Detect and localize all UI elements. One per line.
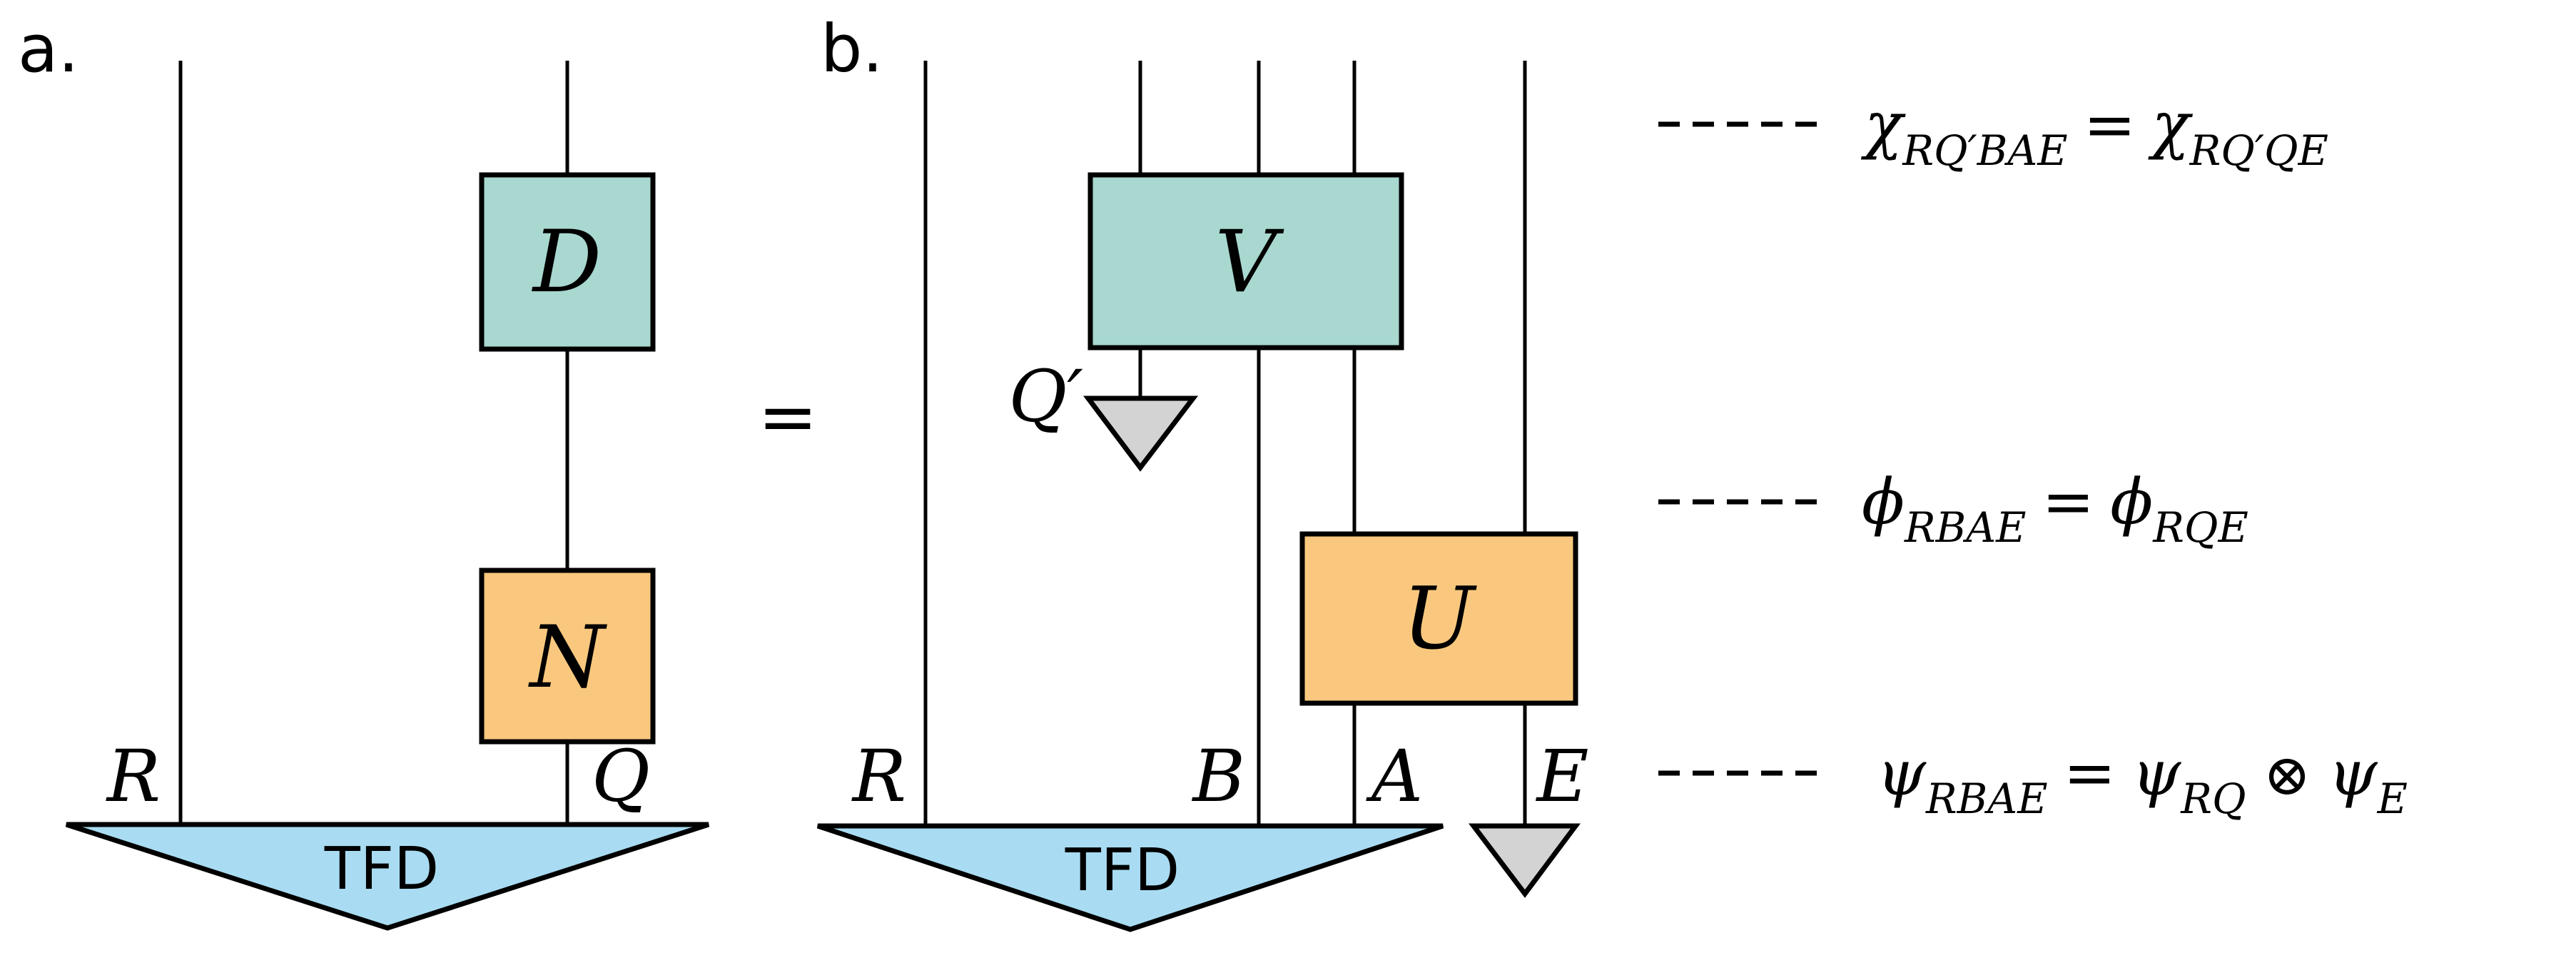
psi-lhs-base: ψ [1877,736,1927,810]
wire-label-R-panel-a: R [106,735,161,818]
discard-triangle-Q-prime [1082,395,1199,472]
equation-phi: ϕRBAE=ϕRQE [1862,465,2248,552]
wire-label-R-panel-b: R [851,735,906,818]
script-N-label: N [528,608,608,707]
panel-b-label: b. [821,11,883,87]
tfd-triangle-panel-a [65,822,710,931]
psi-extra-base: ψ [2328,736,2378,810]
chi-lhs-subscript: RQ′BAE [1902,126,2067,175]
tfd-triangle-panel-b [816,823,1444,932]
psi-rhs-base: ψ [2131,736,2181,810]
tfd-label-panel-b: TFD [1065,837,1180,904]
isometry-V-box [1087,172,1404,351]
channel-N-box [479,568,656,745]
panel-a-label: a. [18,11,79,87]
psi-equals: = [2064,736,2116,810]
chi-equals: = [2084,88,2136,161]
wire-label-E: E [1536,735,1589,818]
wire-label-Q-panel-a: Q [592,735,650,818]
phi-rhs-base: ϕ [2110,465,2153,538]
tfd-label-panel-a: TFD [324,835,439,903]
phi-rhs-subscript: RQE [2152,503,2248,552]
phi-lhs-subscript: RBAE [1904,503,2027,552]
wire-label-B: B [1192,735,1246,818]
V-label: V [1215,213,1284,312]
phi-lhs-base: ϕ [1862,465,1905,538]
equation-psi: ψRBAE=ψRQ⊗ψE [1877,736,2408,823]
decoder-D-box [479,172,656,352]
psi-lhs-subscript: RBAE [1925,775,2048,823]
unitary-U-box [1299,531,1578,706]
wire-label-Q-prime: Q′ [1008,355,1083,438]
panel-equals-sign: = [758,375,818,458]
discard-triangle-E [1468,823,1581,898]
U-label: U [1402,570,1477,669]
wire-label-A: A [1366,735,1423,818]
psi-extra-subscript: E [2377,775,2408,823]
chi-rhs-base: χ [2147,88,2193,161]
script-D-label: D [532,213,602,312]
tensor-product-symbol: ⊗ [2263,742,2311,808]
chi-lhs-base: χ [1860,88,1906,161]
phi-equals: = [2042,465,2095,538]
psi-rhs-subscript: RQ [2180,775,2246,823]
chi-rhs-subscript: RQ′QE [2189,126,2328,175]
equation-chi: χRQ′BAE=χRQ′QE [1860,88,2328,175]
